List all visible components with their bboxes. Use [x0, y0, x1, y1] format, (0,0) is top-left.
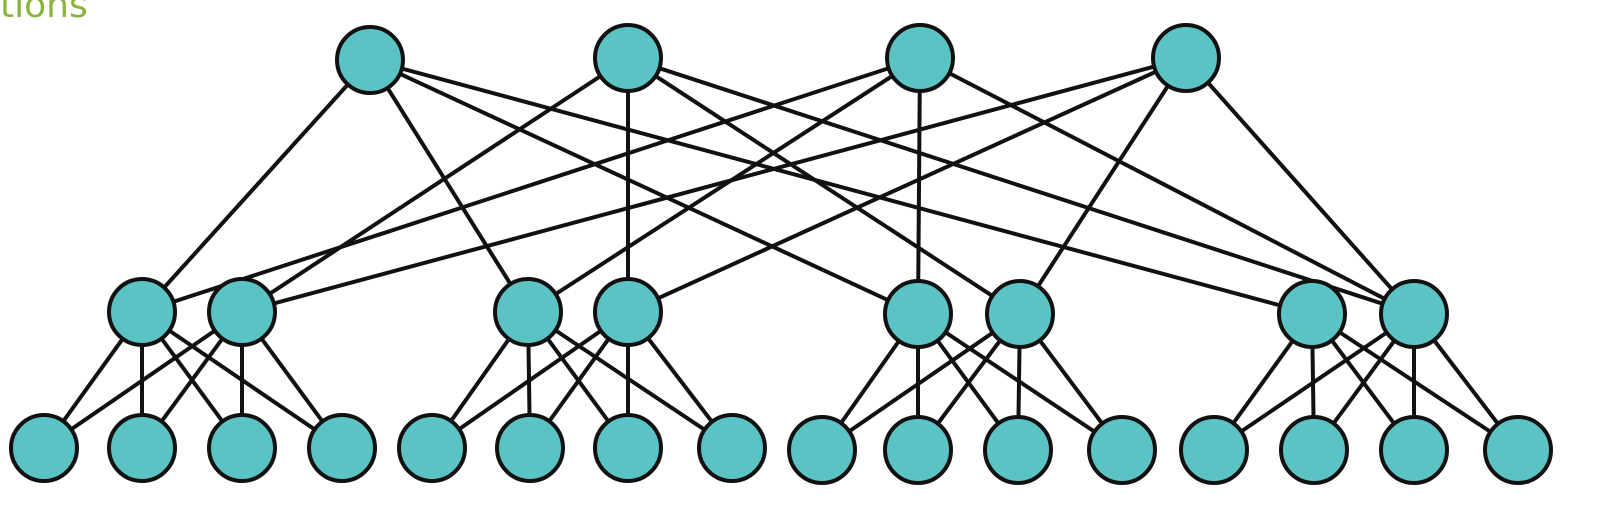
- link-agg-8-edge-13: [1212, 312, 1416, 452]
- link-core-1-agg-5: [368, 58, 920, 316]
- link-core-4-agg-6: [1018, 56, 1188, 316]
- link-core-4-agg-2: [240, 56, 1188, 314]
- agg-3-node: [493, 277, 563, 347]
- edge-9-node: [787, 415, 857, 485]
- edge-13-node: [1179, 415, 1249, 485]
- edge-8-node: [697, 413, 767, 483]
- core-3-node: [885, 23, 955, 93]
- edge-3-node: [207, 413, 277, 483]
- agg-2-node: [207, 277, 277, 347]
- link-core-2-agg-6: [626, 56, 1022, 316]
- nodes-layer: [9, 23, 1553, 485]
- edge-16-node: [1483, 415, 1553, 485]
- link-core-3-agg-5: [916, 56, 922, 316]
- link-core-1-agg-7: [368, 58, 1314, 316]
- link-core-2-agg-2: [240, 56, 630, 314]
- page-title: tions: [0, 0, 88, 26]
- edge-1-node: [9, 413, 79, 483]
- agg-7-node: [1277, 279, 1347, 349]
- link-core-3-agg-8: [918, 56, 1416, 316]
- edge-5-node: [397, 413, 467, 483]
- link-agg-6-edge-9: [820, 312, 1022, 452]
- agg-8-node: [1379, 279, 1449, 349]
- link-agg-2-edge-1: [42, 310, 244, 450]
- link-core-1-agg-1: [140, 58, 372, 314]
- edge-14-node: [1279, 415, 1349, 485]
- core-4-node: [1151, 23, 1221, 93]
- agg-4-node: [593, 277, 663, 347]
- link-core-3-agg-1: [140, 56, 922, 314]
- agg-6-node: [985, 279, 1055, 349]
- edge-4-node: [307, 413, 377, 483]
- link-core-3-agg-3: [526, 56, 922, 314]
- edge-11-node: [983, 415, 1053, 485]
- agg-5-node: [883, 279, 953, 349]
- agg-1-node: [107, 277, 177, 347]
- core-1-node: [335, 25, 405, 95]
- link-core-4-agg-8: [1184, 56, 1416, 316]
- link-core-1-agg-3: [368, 58, 530, 314]
- edge-6-node: [495, 413, 565, 483]
- edge-15-node: [1379, 415, 1449, 485]
- edge-10-node: [883, 415, 953, 485]
- link-agg-4-edge-5: [430, 310, 630, 450]
- edges-layer: [42, 56, 1520, 452]
- link-core-2-agg-8: [626, 56, 1416, 316]
- edge-12-node: [1087, 415, 1157, 485]
- core-2-node: [593, 23, 663, 93]
- link-core-4-agg-4: [626, 56, 1188, 314]
- edge-2-node: [107, 413, 177, 483]
- edge-7-node: [593, 413, 663, 483]
